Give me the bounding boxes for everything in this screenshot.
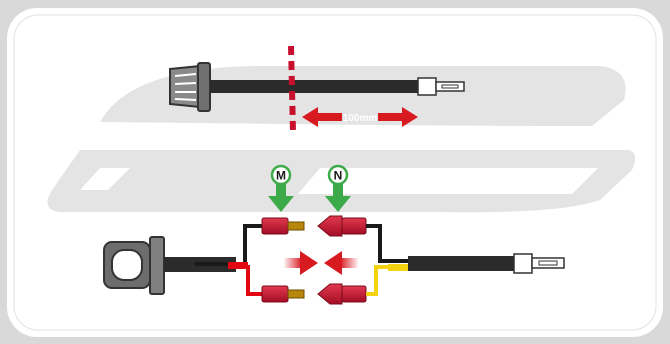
badge-n-label: N (334, 169, 343, 183)
top-harness (169, 62, 465, 112)
female-connector-bottom (317, 283, 367, 305)
male-connector-bottom (261, 285, 305, 303)
top-cable (210, 80, 420, 93)
red-direction-arrow-icon (300, 251, 318, 275)
right-cable (408, 256, 516, 271)
badge-m-label: M (276, 169, 286, 183)
green-down-arrow-badge-icon (325, 196, 351, 212)
measurement-arrows: 100mm (302, 107, 418, 127)
bottom-terminal (513, 253, 565, 274)
measurement-label: 100mm (343, 113, 378, 124)
left-black-wire (195, 224, 262, 266)
male-connector-top (261, 217, 305, 235)
join-arrows (284, 251, 358, 275)
bottom-harness (103, 215, 565, 305)
badge-n: N (325, 164, 351, 212)
top-terminal (417, 77, 465, 96)
lamp-socket-harness-icon (169, 62, 211, 112)
red-direction-arrow-icon (324, 251, 342, 275)
badge-m: M (268, 164, 294, 212)
green-down-arrow-badge-icon (268, 196, 294, 212)
right-black-wire (366, 224, 420, 263)
female-connector-top (317, 215, 367, 237)
lamp-socket-harness-icon (103, 236, 165, 295)
